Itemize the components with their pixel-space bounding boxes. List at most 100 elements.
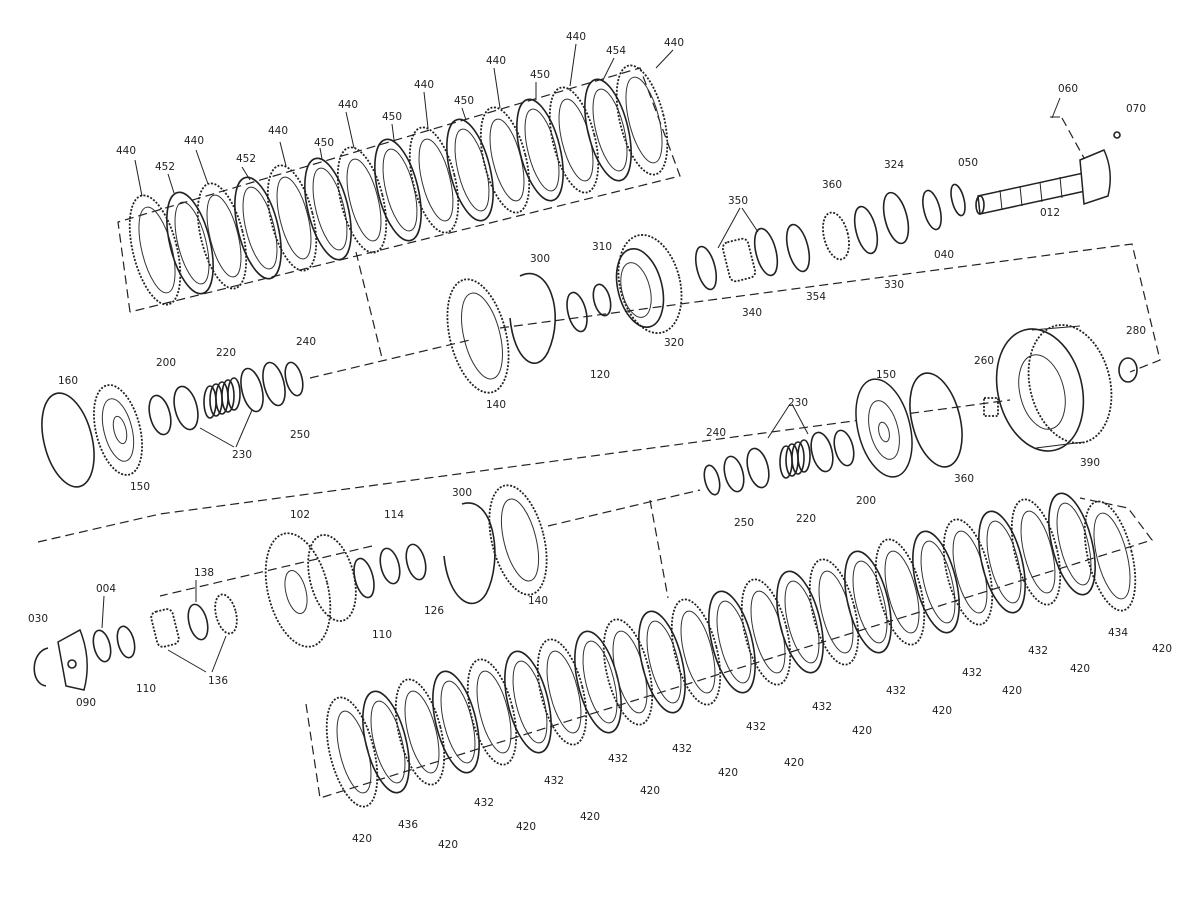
coil-spring-220 [203,377,241,419]
label-280: 280 [1126,325,1146,337]
label-436: 436 [398,819,418,831]
label-440: 440 [338,99,358,111]
clutch-disc-432 [638,610,686,714]
washer-114 [379,547,401,585]
label-420: 420 [784,757,804,769]
frame-line [649,499,669,599]
label-432: 432 [746,721,766,733]
bearing-260 [983,397,999,417]
snap-ring-310 [592,283,612,317]
label-300: 300 [530,253,550,265]
clutch-plate-440 [479,106,531,214]
label-434: 434 [1108,627,1128,639]
label-126: 126 [424,605,444,617]
label-136: 136 [208,675,228,687]
label-450: 450 [314,137,334,149]
label-324: 324 [884,159,904,171]
snap-ring-300 [443,502,496,605]
label-070: 070 [1126,103,1146,115]
label-138: 138 [194,567,214,579]
clutch-disc-450 [374,138,422,242]
right-spring-group [703,403,855,496]
clutch-plate-420 [394,678,446,786]
clutch-plate-420 [602,618,654,726]
clutch-plate-440 [336,146,388,254]
clutch-disc-452 [234,176,282,280]
clutch-disc-436 [362,690,410,794]
label-440: 440 [664,37,684,49]
clutch-plate-420 [1010,498,1062,606]
label-420: 420 [1002,685,1022,697]
label-440: 440 [414,79,434,91]
label-320: 320 [664,337,684,349]
label-040: 040 [934,249,954,261]
label-030: 030 [28,613,48,625]
label-420: 420 [352,833,372,845]
label-432: 432 [672,743,692,755]
label-440: 440 [486,55,506,67]
clutch-plate-420 [536,638,588,746]
label-360: 360 [954,473,974,485]
label-230: 230 [232,449,252,461]
clutch-disc-450 [516,98,564,202]
snap-ring-300 [509,272,556,364]
clutch-plate-440 [266,164,318,272]
label-250: 250 [290,429,310,441]
label-420: 420 [1070,663,1090,675]
clutch-plate-440 [196,182,248,290]
clutch-plate-440 [548,86,600,194]
label-420: 420 [852,725,872,737]
clutch-disc-432 [978,510,1026,614]
bushing-280 [1118,357,1138,383]
label-240: 240 [706,427,726,439]
label-360: 360 [822,179,842,191]
washer-110 [353,557,375,599]
label-220: 220 [796,513,816,525]
ring-gear-320 [615,234,683,334]
left-piston-group [41,361,304,488]
ring-126 [405,543,427,581]
clutch-plate-420 [808,558,860,666]
label-330: 330 [884,279,904,291]
clutch-plate-420 [942,518,994,626]
label-390: 390 [1080,457,1100,469]
clutch-disc-432 [912,530,960,634]
clutch-plate-420 [466,658,518,766]
label-120: 120 [590,369,610,381]
clutch-hub-140 [446,278,510,394]
label-440: 440 [268,125,288,137]
label-300: 300 [452,487,472,499]
label-114: 114 [384,509,404,521]
frame-line [547,489,701,527]
clutch-hub-140 [488,484,548,596]
clutch-disc-432 [844,550,892,654]
label-454: 454 [606,45,626,57]
clutch-disc-432 [708,590,756,694]
coil-spring-220 [779,439,811,479]
label-354: 354 [806,291,826,303]
label-250: 250 [734,517,754,529]
label-310: 310 [592,241,612,253]
label-150: 150 [130,481,150,493]
output-shaft-012 [975,97,1121,215]
label-432: 432 [1028,645,1048,657]
lower-clutch-pack [305,492,1153,808]
label-220: 220 [216,347,236,359]
label-420: 420 [580,811,600,823]
label-200: 200 [156,357,176,369]
label-150: 150 [876,369,896,381]
label-420: 420 [1152,643,1172,655]
frame-line [159,545,373,597]
clutch-disc-452 [166,191,214,295]
clutch-disc-432 [432,670,480,774]
clutch-disc-432 [504,650,552,754]
upper-clutch-pack [117,43,681,313]
clutch-disc-454 [584,78,632,182]
label-240: 240 [296,336,316,348]
label-160: 160 [58,375,78,387]
label-432: 432 [474,797,494,809]
piston-150 [855,378,913,478]
washer-120 [566,291,588,333]
clutch-plate-420 [874,538,926,646]
